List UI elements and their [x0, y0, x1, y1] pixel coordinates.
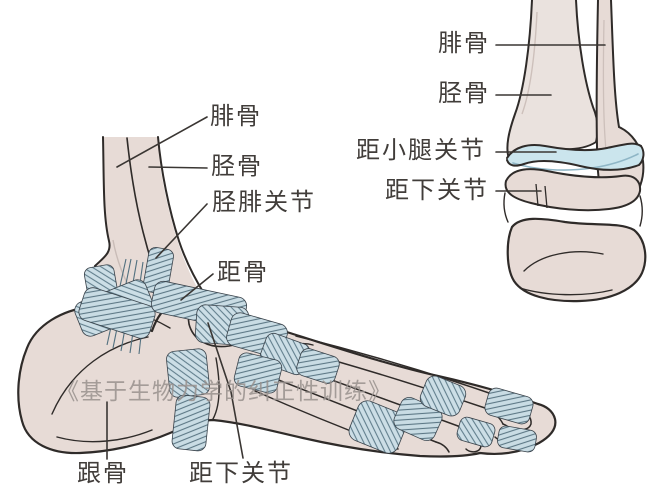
label-calcaneus: 跟骨: [77, 460, 129, 487]
label-tibia-lateral: 胫骨: [211, 153, 263, 180]
leader-tibia-lateral: [148, 166, 208, 169]
talocrural-cartilage: [507, 143, 644, 170]
posterior-ankle-view: [503, 0, 647, 303]
leader-fibula-lateral: [116, 116, 208, 168]
calcaneus-bone-posterior: [506, 217, 647, 303]
label-fibula-posterior: 腓骨: [438, 30, 490, 57]
leader-talus: [180, 273, 214, 301]
leader-tibiofibular-joint: [155, 203, 208, 259]
label-subtalar-joint-posterior: 距下关节: [385, 177, 489, 204]
label-subtalar-joint-lateral: 距下关节: [189, 460, 293, 487]
lateral-foot-view: [17, 136, 557, 458]
leader-subtalar-joint-lateral: [207, 322, 244, 459]
label-fibula-lateral: 腓骨: [210, 103, 262, 130]
watermark-text: 《基于生物力学的纠正性训练》: [56, 378, 392, 404]
lateral-leg-bones: [95, 137, 212, 331]
label-tibiofibular-joint: 胫腓关节: [212, 189, 316, 216]
tibia-bone-posterior: [507, 0, 598, 159]
label-talocrural-joint: 距小腿关节: [356, 137, 486, 164]
label-talus: 距骨: [217, 259, 269, 286]
ligament-patches: [74, 246, 537, 454]
talus-bone-posterior: [504, 168, 642, 212]
label-tibia-posterior: 胫骨: [438, 80, 490, 107]
